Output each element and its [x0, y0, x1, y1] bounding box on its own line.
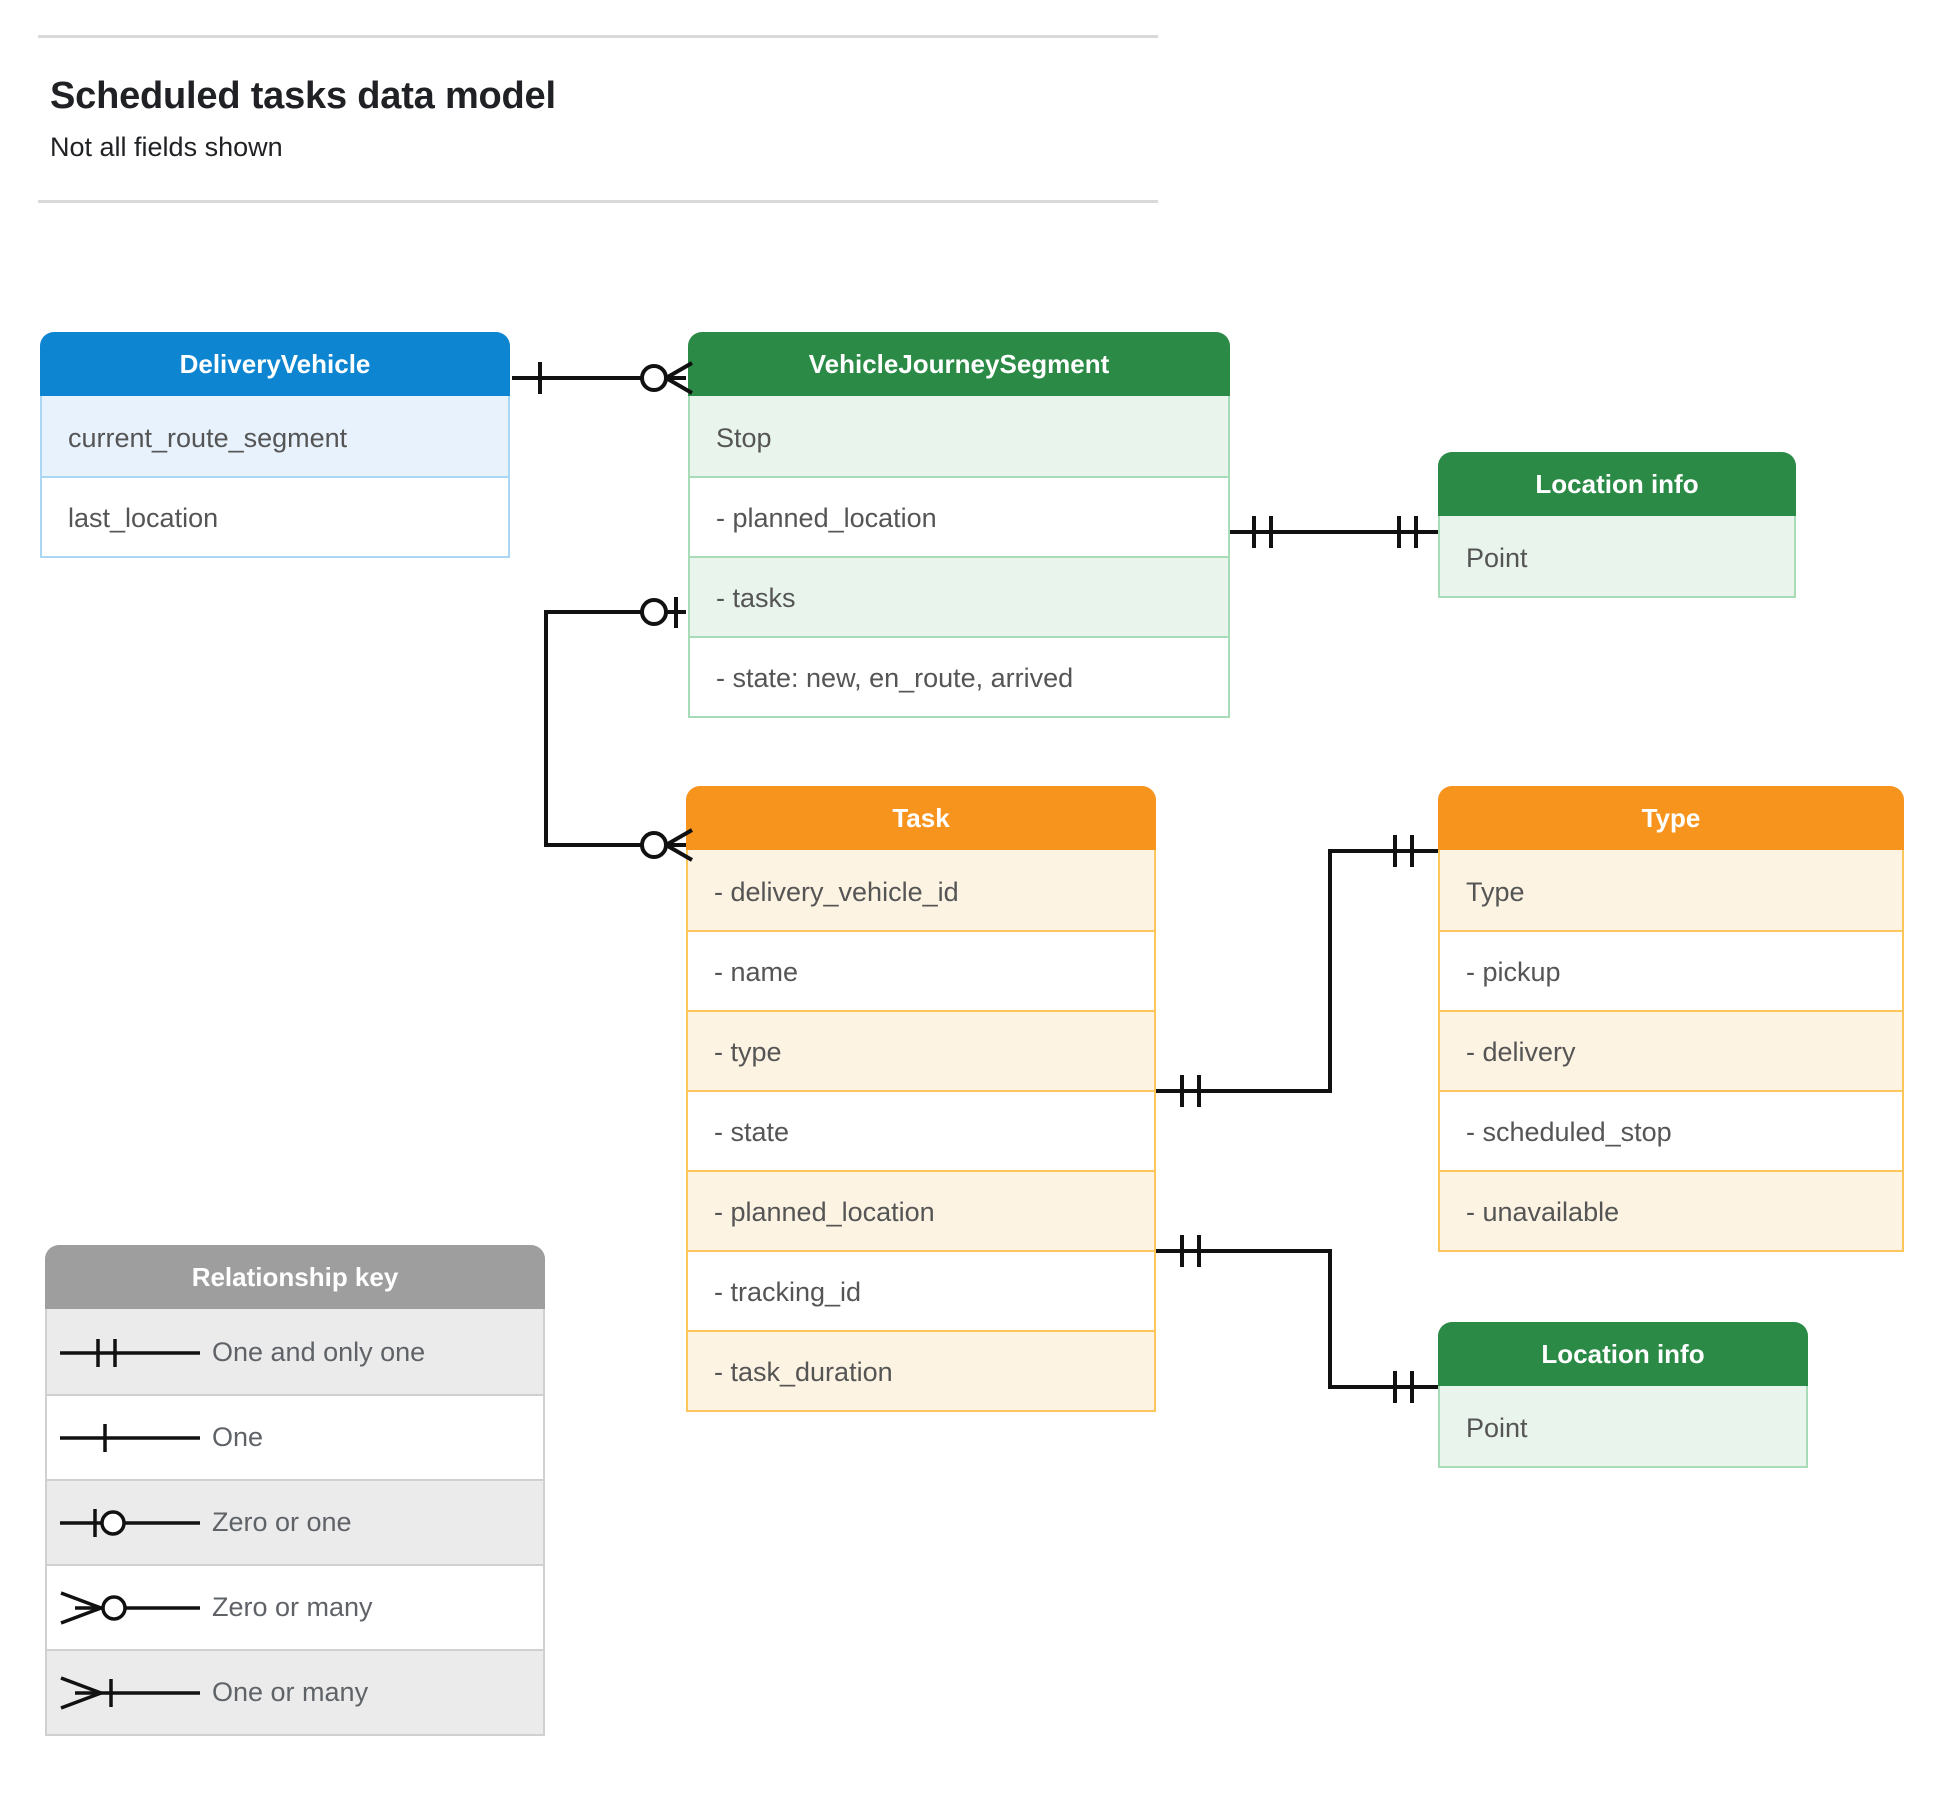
entity-rows-type: Type - pickup - delivery - scheduled_sto…	[1438, 850, 1904, 1252]
legend-relationship-key[interactable]: Relationship key One and only one	[45, 1245, 545, 1736]
legend-title: Relationship key	[45, 1245, 545, 1309]
entity-rows-task: - delivery_vehicle_id - name - type - st…	[686, 850, 1156, 1412]
zero-circle-task	[640, 831, 668, 859]
field-state: - state: new, en_route, arrived	[690, 636, 1228, 716]
entity-type[interactable]: Type Type - pickup - delivery - schedule…	[1438, 786, 1904, 1252]
page-subtitle: Not all fields shown	[50, 132, 283, 162]
field-point-bottom: Point	[1440, 1386, 1806, 1466]
field-type-scheduled-stop: - scheduled_stop	[1440, 1090, 1902, 1170]
legend-label-one: One	[212, 1422, 264, 1452]
field-task-duration: - task_duration	[688, 1330, 1154, 1410]
entity-title-type: Type	[1438, 786, 1904, 850]
field-name: - name	[688, 930, 1154, 1010]
entity-title-vehicle-journey-segment: VehicleJourneySegment	[688, 332, 1230, 396]
one-or-many-icon	[47, 1673, 212, 1713]
zero-circle-vjs	[640, 364, 668, 392]
entity-location-info-top[interactable]: Location info Point	[1438, 452, 1796, 598]
entity-title-location-info-bottom: Location info	[1438, 1322, 1808, 1386]
field-current-route-segment: current_route_segment	[42, 396, 508, 476]
entity-delivery-vehicle[interactable]: DeliveryVehicle current_route_segment la…	[40, 332, 510, 558]
field-delivery-vehicle-id: - delivery_vehicle_id	[688, 850, 1154, 930]
legend-item-zero-or-many: Zero or many	[47, 1564, 543, 1649]
entity-rows-vehicle-journey-segment: Stop - planned_location - tasks - state:…	[688, 396, 1230, 718]
legend-label-zero-or-one: Zero or one	[212, 1507, 352, 1537]
header-divider-bottom	[38, 200, 1158, 203]
legend-item-one: One	[47, 1394, 543, 1479]
entity-task[interactable]: Task - delivery_vehicle_id - name - type…	[686, 786, 1156, 1412]
legend-rows: One and only one One	[45, 1309, 545, 1736]
zero-or-many-icon	[47, 1588, 212, 1628]
legend-item-one-or-many: One or many	[47, 1649, 543, 1734]
field-point-top: Point	[1440, 516, 1794, 596]
field-tasks: - tasks	[690, 556, 1228, 636]
header-divider-top	[38, 35, 1158, 38]
field-type: - type	[688, 1010, 1154, 1090]
entity-location-info-bottom[interactable]: Location info Point	[1438, 1322, 1808, 1468]
field-type-pickup: - pickup	[1440, 930, 1902, 1010]
entity-title-delivery-vehicle: DeliveryVehicle	[40, 332, 510, 396]
field-planned-location: - planned_location	[690, 476, 1228, 556]
one-icon	[47, 1418, 212, 1458]
field-task-planned-location: - planned_location	[688, 1170, 1154, 1250]
wire-task-type-to-type	[1156, 849, 1438, 1093]
entity-rows-delivery-vehicle: current_route_segment last_location	[40, 396, 510, 558]
legend-label-zero-or-many: Zero or many	[212, 1592, 373, 1622]
field-type-delivery: - delivery	[1440, 1010, 1902, 1090]
zero-circle-vjs-tasks	[640, 598, 668, 626]
field-type-header: Type	[1440, 850, 1902, 930]
entity-rows-location-info-bottom: Point	[1438, 1386, 1808, 1468]
legend-item-one-and-only-one: One and only one	[47, 1309, 543, 1394]
one-and-only-one-icon	[47, 1333, 212, 1373]
field-last-location: last_location	[42, 476, 508, 556]
entity-title-task: Task	[686, 786, 1156, 850]
zero-or-one-icon	[47, 1503, 212, 1543]
entity-rows-location-info-top: Point	[1438, 516, 1796, 598]
entity-title-location-info-top: Location info	[1438, 452, 1796, 516]
wire-vjs-tasks-to-task	[544, 610, 686, 847]
legend-label-one-and-only-one: One and only one	[212, 1337, 426, 1367]
page-title: Scheduled tasks data model	[50, 75, 556, 117]
field-stop: Stop	[690, 396, 1228, 476]
legend-label-one-or-many: One or many	[212, 1677, 369, 1707]
wire-task-location-to-location-bottom	[1156, 1249, 1438, 1389]
field-type-unavailable: - unavailable	[1440, 1170, 1902, 1250]
entity-vehicle-journey-segment[interactable]: VehicleJourneySegment Stop - planned_loc…	[688, 332, 1230, 718]
field-tracking-id: - tracking_id	[688, 1250, 1154, 1330]
field-task-state: - state	[688, 1090, 1154, 1170]
legend-item-zero-or-one: Zero or one	[47, 1479, 543, 1564]
